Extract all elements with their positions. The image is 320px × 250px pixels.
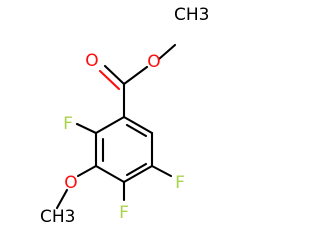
fluorine-ortho-label: F xyxy=(63,114,73,134)
molecule-structure: O O CH3 F F F O CH3 xyxy=(40,5,209,227)
methoxy-methyl-label: CH3 xyxy=(40,207,75,227)
ring-bond-c3-c4 xyxy=(94,164,126,184)
ester-carbonyl-oxygen-label: O xyxy=(85,51,98,71)
ring-bond-c1-c2 xyxy=(94,115,126,135)
bond-ring-to-methoxy-o xyxy=(76,164,98,178)
ring-bond-c6-c1 xyxy=(122,115,154,135)
methoxy-methyl-ch: CH3 xyxy=(40,207,75,227)
carbonyl-double-bond-a xyxy=(103,64,126,86)
ring-bond-c4-c5 xyxy=(122,164,154,184)
ring-inner-bond-c6-c1 xyxy=(125,123,148,138)
bond-ring-to-f-ortho xyxy=(75,122,98,135)
methoxy-oxygen-label: O xyxy=(64,173,77,193)
atom-labels: O O CH3 F F F O CH3 xyxy=(40,5,209,227)
ring-inner-bond-c4-c5 xyxy=(125,162,148,177)
carbonyl-double-bond-b xyxy=(98,69,121,91)
fluorine-meta-label: F xyxy=(175,173,185,193)
ester-ether-oxygen-label: O xyxy=(147,52,160,72)
bond-methoxy-o-to-methyl xyxy=(55,188,69,210)
bond-carbonyl-to-ether-o xyxy=(122,65,149,86)
fluorine-para-label: F xyxy=(119,203,129,223)
bonds xyxy=(55,43,177,210)
ester-methyl-label: CH3 xyxy=(174,5,209,25)
ester-methyl-ch: CH3 xyxy=(174,5,209,25)
bond-ether-o-to-methyl xyxy=(157,43,177,61)
bond-ring-to-f-meta xyxy=(150,164,173,178)
